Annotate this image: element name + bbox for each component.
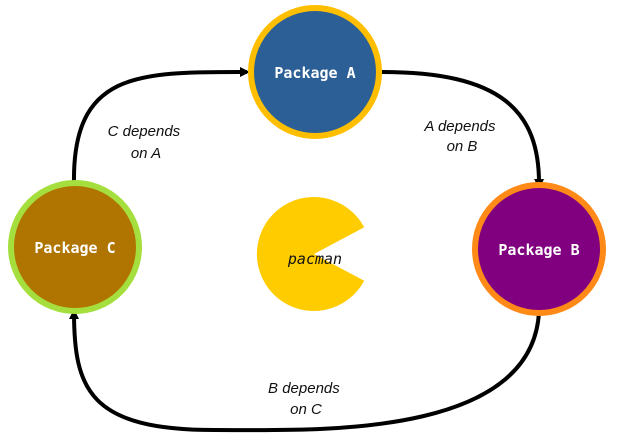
- node-package-a-label: Package A: [274, 64, 355, 82]
- node-package-b: Package B: [472, 182, 606, 316]
- edge-a-to-b: [381, 70, 545, 189]
- edge-label-c-to-a-line2: on A: [131, 145, 161, 162]
- edge-label-a-to-b-line2: on B: [447, 138, 478, 155]
- edge-label-a-to-b: A depends on B: [423, 118, 499, 155]
- edge-label-b-to-c-line2: on C: [290, 401, 322, 418]
- edge-label-c-to-a-line1: C depends: [108, 123, 181, 140]
- edge-b-to-c: [69, 309, 541, 433]
- node-package-b-circle: [472, 182, 606, 316]
- edge-label-c-to-a: C depends on A: [108, 123, 185, 162]
- edge-c-to-a: [71, 66, 250, 185]
- pacman-label: pacman: [287, 250, 342, 268]
- edge-label-b-to-c-line1: B depends: [268, 380, 340, 397]
- node-package-c-label: Package C: [34, 239, 115, 257]
- pacman-group: pacman: [256, 196, 365, 312]
- node-package-c: Package C: [8, 180, 142, 314]
- node-package-b-label: Package B: [498, 241, 579, 259]
- node-package-c-circle: [8, 180, 142, 314]
- edge-label-b-to-c: B depends on C: [268, 380, 344, 418]
- pacman-icon: [256, 196, 365, 312]
- node-package-a-circle: [248, 5, 382, 139]
- node-package-a: Package A: [248, 5, 382, 139]
- edge-label-a-to-b-line1: A depends: [423, 118, 496, 135]
